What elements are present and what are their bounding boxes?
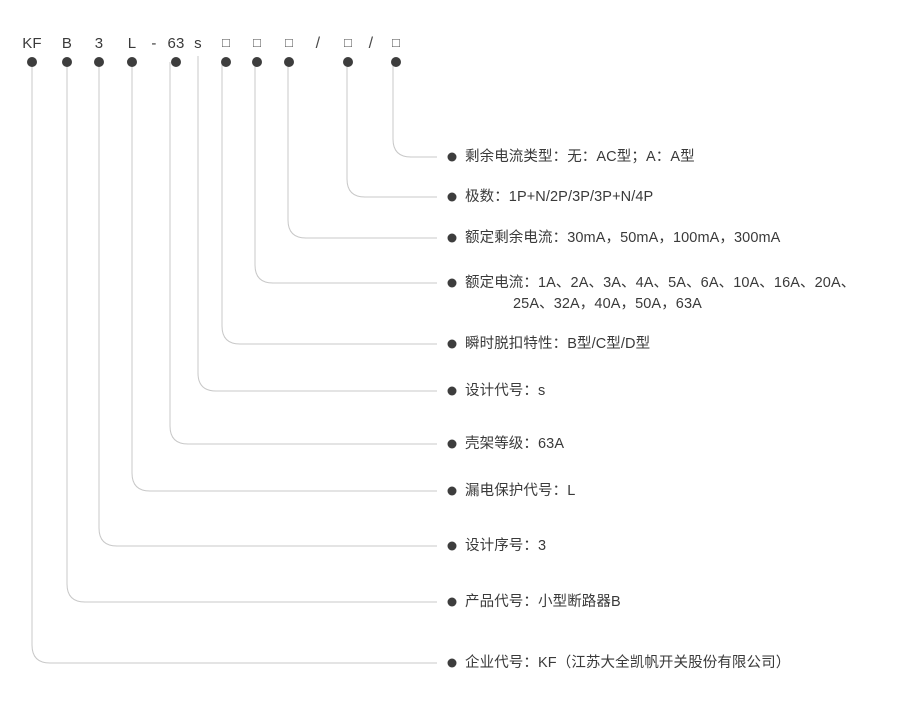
label-text-primary: 设计序号：3 — [465, 538, 547, 554]
code-token-0-letters: KF — [22, 35, 42, 52]
leader-line-design-serial-number — [98, 62, 437, 547]
leader-line-pole-number — [346, 62, 437, 198]
label-text-primary: 极数：1P+N/2P/3P/3P+N/4P — [465, 189, 654, 205]
code-marker-dot-2 — [94, 57, 104, 67]
leader-line-earth-leakage-protection-code — [131, 62, 437, 492]
leader-line-rated-residual-current — [287, 62, 437, 239]
code-marker-dot-0 — [27, 57, 37, 67]
leader-line-instantaneous-trip-characteristic — [221, 62, 437, 345]
label-bullet-frame-rating — [447, 439, 457, 449]
label-bullet-earth-leakage-protection-code — [447, 486, 457, 496]
code-token-1-letters: B — [61, 35, 73, 52]
code-token-8-box: □ — [252, 35, 262, 50]
label-bullet-residual-current-type — [447, 152, 457, 162]
code-marker-dot-9 — [284, 57, 294, 67]
label-pole-number: 极数：1P+N/2P/3P/3P+N/4P — [465, 187, 653, 208]
label-residual-current-type: 剩余电流类型：无：AC型；A：A型 — [465, 147, 695, 168]
code-marker-dot-13 — [391, 57, 401, 67]
code-token-12-slash: / — [368, 35, 374, 52]
code-token-9-box: □ — [284, 35, 294, 50]
leader-line-design-code — [197, 62, 437, 392]
label-bullet-instantaneous-trip-characteristic — [447, 339, 457, 349]
code-token-6-letters: s — [194, 35, 202, 52]
label-earth-leakage-protection-code: 漏电保护代号：L — [465, 481, 575, 502]
label-design-serial-number: 设计序号：3 — [465, 536, 546, 557]
label-bullet-rated-residual-current — [447, 233, 457, 243]
label-bullet-pole-number — [447, 192, 457, 202]
label-bullet-design-code — [447, 386, 457, 396]
label-bullet-product-code — [447, 597, 457, 607]
label-text-primary: 额定剩余电流：30mA，50mA，100mA，300mA — [465, 230, 781, 246]
leader-line-enterprise-code — [31, 62, 437, 664]
label-bullet-design-serial-number — [447, 541, 457, 551]
label-design-code: 设计代号：s — [465, 381, 545, 402]
label-rated-current: 额定电流：1A、2A、3A、4A、5A、6A、10A、16A、20A、 25A、3… — [465, 273, 855, 315]
code-marker-dot-8 — [252, 57, 262, 67]
code-token-3-letters: L — [127, 35, 137, 52]
code-token-10-slash: / — [315, 35, 321, 52]
code-token-2-digit: 3 — [94, 35, 104, 52]
label-instantaneous-trip-characteristic: 瞬时脱扣特性：B型/C型/D型 — [465, 334, 650, 355]
code-token-11-box: □ — [343, 35, 353, 50]
code-token-5-digit: 63 — [167, 35, 185, 52]
code-marker-dot-11 — [343, 57, 353, 67]
label-bullet-rated-current — [447, 278, 457, 288]
label-bullet-enterprise-code — [447, 658, 457, 668]
code-marker-dot-1 — [62, 57, 72, 67]
leader-line-product-code — [66, 62, 437, 603]
label-text-primary: 额定电流：1A、2A、3A、4A、5A、6A、10A、16A、20A、 — [465, 275, 856, 291]
label-text-primary: 产品代号：小型断路器B — [465, 594, 621, 610]
label-enterprise-code: 企业代号：KF（江苏大全凯帆开关股份有限公司） — [465, 653, 790, 674]
label-text-primary: 漏电保护代号：L — [465, 483, 576, 499]
label-frame-rating: 壳架等级：63A — [465, 434, 564, 455]
label-text-primary: 瞬时脱扣特性：B型/C型/D型 — [465, 336, 651, 352]
label-product-code: 产品代号：小型断路器B — [465, 592, 621, 613]
leader-line-residual-current-type — [392, 62, 437, 158]
label-text-primary: 壳架等级：63A — [465, 436, 565, 452]
code-token-7-box: □ — [221, 35, 231, 50]
code-marker-dot-5 — [171, 57, 181, 67]
label-text-primary: 设计代号：s — [465, 383, 546, 399]
label-text-continuation: 25A、32A，40A，50A，63A — [513, 296, 702, 312]
code-marker-dot-3 — [127, 57, 137, 67]
code-token-13-box: □ — [391, 35, 401, 50]
label-text-primary: 剩余电流类型：无：AC型；A：A型 — [465, 149, 695, 165]
code-token-4-dash: - — [151, 35, 157, 52]
leader-line-frame-rating — [169, 62, 437, 445]
leader-line-rated-current — [254, 62, 437, 284]
label-rated-residual-current: 额定剩余电流：30mA，50mA，100mA，300mA — [465, 228, 780, 249]
code-marker-dot-7 — [221, 57, 231, 67]
label-text-primary: 企业代号：KF（江苏大全凯帆开关股份有限公司） — [465, 655, 791, 671]
